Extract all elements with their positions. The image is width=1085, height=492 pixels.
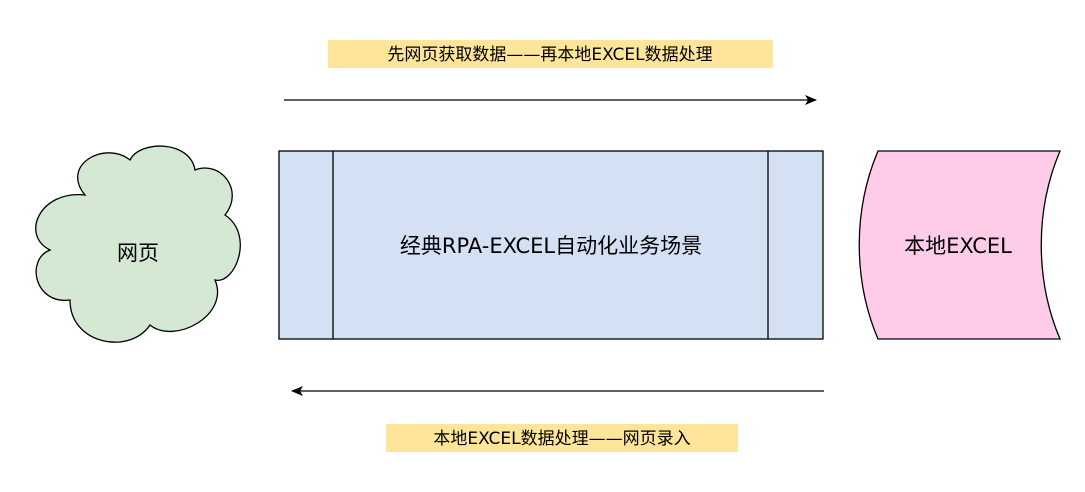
backward-edge-label-highlight <box>386 424 738 452</box>
backward-edge-label: 本地EXCEL数据处理——网页录入 <box>386 424 738 452</box>
rpa-process-label: 经典RPA-EXCEL自动化业务场景 <box>400 234 702 258</box>
forward-edge-label-highlight <box>328 40 773 68</box>
excel-node-label: 本地EXCEL <box>904 234 1012 258</box>
web-node-label: 网页 <box>117 241 159 265</box>
excel-storage-shape <box>858 150 1061 340</box>
rpa-process-box <box>278 150 824 340</box>
forward-edge-label-text: 先网页获取数据——再本地EXCEL数据处理 <box>387 45 712 65</box>
backward-edge-label-text: 本地EXCEL数据处理——网页录入 <box>433 429 690 449</box>
cloud-shape <box>35 145 241 343</box>
excel-node[interactable]: 本地EXCEL <box>858 150 1061 340</box>
rpa-process-node[interactable]: 经典RPA-EXCEL自动化业务场景 <box>278 150 824 340</box>
web-node[interactable]: 网页 <box>35 145 241 343</box>
forward-edge-label: 先网页获取数据——再本地EXCEL数据处理 <box>328 40 773 68</box>
